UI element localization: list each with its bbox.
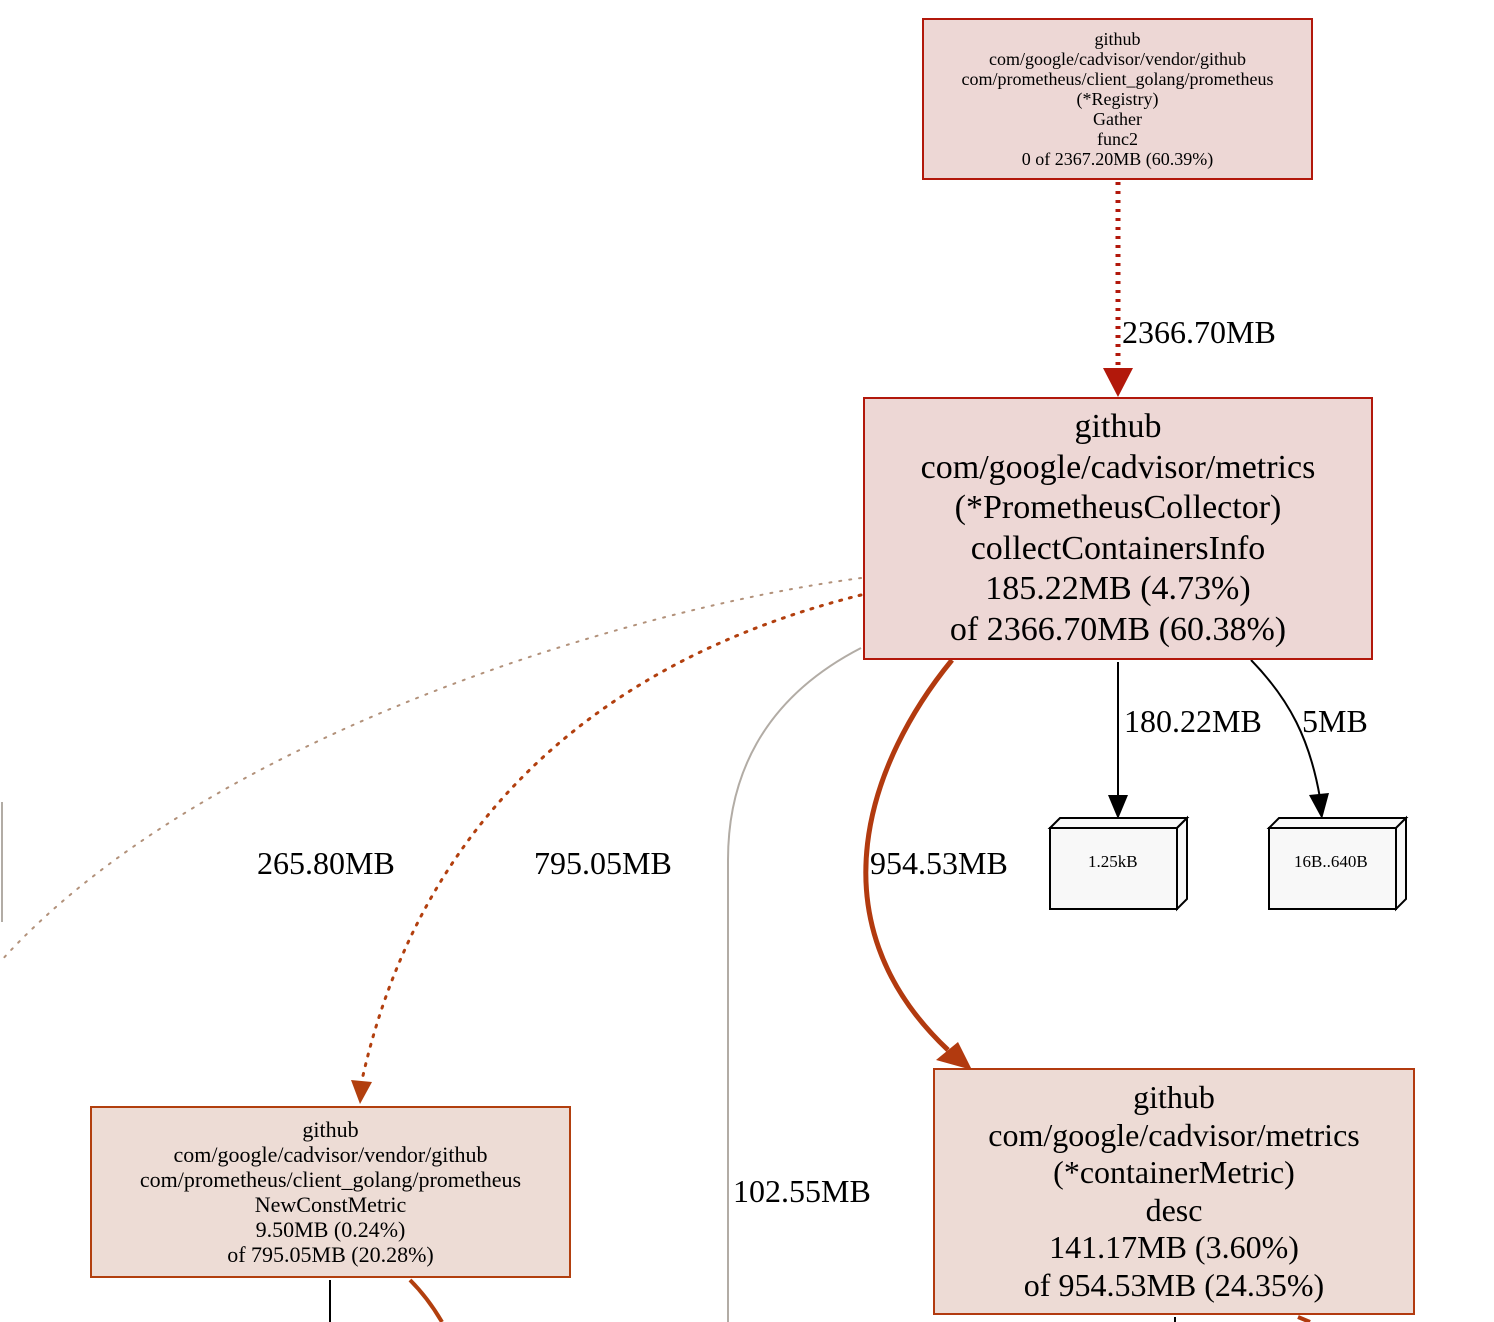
alloc-box-small-label: 1.25kB bbox=[1088, 852, 1138, 871]
edge-collect-left bbox=[0, 577, 862, 963]
node-label-line: (*Registry) bbox=[1076, 89, 1159, 109]
node-label-line: of 795.05MB (20.28%) bbox=[227, 1242, 434, 1267]
node-registry-gather-func2[interactable]: github com/google/cadvisor/vendor/github… bbox=[922, 18, 1313, 180]
edge-collect-down bbox=[727, 647, 862, 1322]
edge-collect-desc bbox=[863, 658, 954, 1052]
node-collect-containers-info[interactable]: github com/google/cadvisor/metrics (*Pro… bbox=[863, 397, 1373, 660]
node-label-line: github bbox=[1133, 1079, 1215, 1115]
edge-newconst-down-right bbox=[408, 1278, 444, 1322]
node-label-line: 141.17MB (3.60%) bbox=[1049, 1229, 1299, 1265]
node-label-line: com/google/cadvisor/vendor/github bbox=[173, 1142, 488, 1167]
node-label-line: 9.50MB (0.24%) bbox=[255, 1217, 406, 1242]
node-label-line: func2 bbox=[1097, 129, 1138, 149]
node-label-line: com/google/cadvisor/vendor/github bbox=[989, 49, 1246, 69]
node-label-line: of 2366.70MB (60.38%) bbox=[949, 610, 1287, 648]
node-label-line: com/google/cadvisor/metrics bbox=[920, 448, 1316, 486]
node-label-line: com/google/cadvisor/metrics bbox=[988, 1116, 1360, 1153]
edge-collect-newconst bbox=[360, 593, 863, 1082]
node-label-line: github bbox=[1094, 29, 1141, 49]
node-label-line: com/prometheus/client_golang/prometheus bbox=[961, 69, 1274, 89]
node-label-line: Gather bbox=[1093, 109, 1142, 129]
node-new-const-metric[interactable]: github com/google/cadvisor/vendor/github… bbox=[90, 1106, 571, 1278]
edge-gather-collect-arrowhead bbox=[1103, 368, 1133, 397]
node-label-line: collectContainersInfo bbox=[970, 529, 1266, 567]
node-container-metric-desc[interactable]: github com/google/cadvisor/metrics (*con… bbox=[933, 1068, 1415, 1315]
edge-collect-range bbox=[1250, 659, 1321, 799]
alloc-box-range bbox=[1266, 815, 1409, 912]
edge-label-collect-left: 265.80MB bbox=[257, 845, 395, 881]
edge-desc-down-right bbox=[1297, 1315, 1311, 1322]
alloc-box-range-label: 16B..640B bbox=[1294, 852, 1368, 871]
edge-collect-small-arrowhead bbox=[1108, 795, 1128, 819]
edge-label-collect-newconst: 795.05MB bbox=[534, 845, 672, 881]
node-label-line: 185.22MB (4.73%) bbox=[985, 570, 1251, 607]
node-label-line: NewConstMetric bbox=[254, 1192, 407, 1217]
edge-label-collect-range: 5MB bbox=[1302, 703, 1368, 739]
edge-label-collect-small: 180.22MB bbox=[1124, 703, 1262, 739]
alloc-box-small bbox=[1047, 815, 1190, 912]
edge-label-collect-desc: 954.53MB bbox=[870, 845, 1008, 881]
edge-label-collect-down: 102.55MB bbox=[733, 1173, 871, 1209]
node-label-line: desc bbox=[1145, 1191, 1203, 1228]
node-label-line: (*PrometheusCollector) bbox=[954, 489, 1282, 526]
edge-collect-desc-arrowhead bbox=[936, 1042, 972, 1070]
node-label-line: com/prometheus/client_golang/prometheus bbox=[139, 1167, 522, 1192]
edge-collect-range-arrowhead bbox=[1309, 793, 1329, 819]
node-label-line: github bbox=[1074, 408, 1162, 445]
node-label-line: github bbox=[302, 1117, 359, 1142]
node-label-line: of 954.53MB (24.35%) bbox=[1023, 1266, 1325, 1303]
edge-collect-newconst-arrowhead bbox=[351, 1080, 372, 1104]
node-label-line: 0 of 2367.20MB (60.39%) bbox=[1021, 149, 1214, 169]
node-label-line: (*containerMetric) bbox=[1053, 1154, 1295, 1190]
edge-label-gather-collect: 2366.70MB bbox=[1122, 314, 1276, 350]
